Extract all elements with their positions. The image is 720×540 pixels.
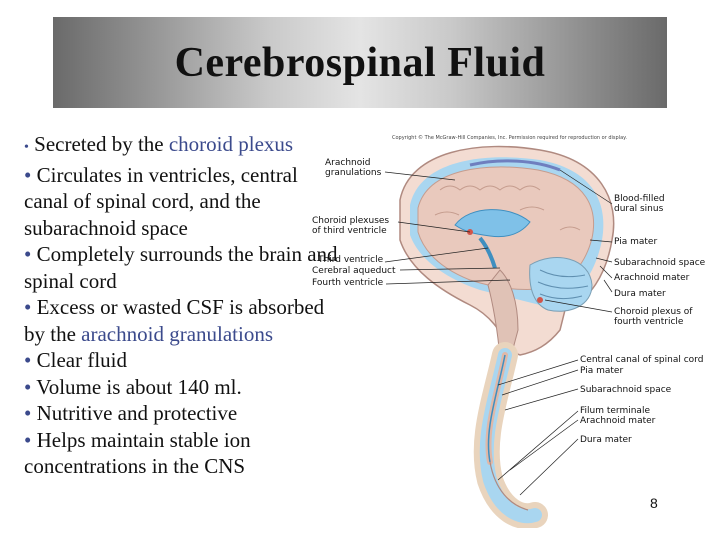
bullet-text: Secreted by the [34,132,169,156]
cerebellum [529,257,593,312]
bullet-item: • Secreted by the choroid plexus [24,131,344,162]
third-ventricle-shape [478,236,497,269]
label-third-ventricle: Third ventricle [318,255,384,265]
bullet-text: Volume is about 140 ml. [36,374,242,399]
bullet-highlight: choroid plexus [168,132,294,156]
copyright-notice: Copyright © The McGraw-Hill Companies, I… [392,135,627,141]
dural-sinus [469,159,561,172]
label-cerebral-aqueduct: Cerebral aqueduct [312,266,396,276]
label-subarachnoid-space: Subarachnoid space [614,258,706,268]
gyri [434,185,581,231]
label-dura-mater-spinal: Dura mater [580,435,632,445]
cerebellum-folia [537,269,589,300]
bullet-highlight: arachnoid granulations [81,321,274,346]
bullet-dot: • [24,140,29,155]
slide-number: 8 [650,495,658,511]
bullet-item: • Circulates in ventricles, central cana… [24,162,344,242]
label-dura-mater: Dura mater [614,289,666,299]
label-arachnoid-mater-spinal: Arachnoid mater [580,416,656,426]
leader-lines [384,169,613,496]
bullet-text: Completely surrounds the brain and spina… [24,242,338,293]
bullet-item: • Excess or wasted CSF is absorbed by th… [24,294,344,347]
filum-terminale [489,461,529,511]
label-pia-mater-spinal: Pia mater [580,366,624,376]
bullet-text: Helps maintain stable ion concentrations… [24,427,251,479]
bullet-dot: • [24,242,32,266]
bullet-dot: • [24,295,32,319]
title-bar: Cerebrospinal Fluid [53,17,667,108]
bullet-item: • Helps maintain stable ion concentratio… [24,427,344,480]
bullet-dot: • [24,162,32,187]
bullet-dot: • [24,374,32,399]
label-filum-terminale: Filum terminale [580,406,650,416]
label-pia-mater: Pia mater [614,237,658,247]
central-canal [487,354,506,463]
bullet-text: Excess or wasted CSF is absorbed by the [24,295,325,346]
slide-title: Cerebrospinal Fluid [174,39,546,86]
csf-anatomy-illustration [384,145,615,528]
bullet-dot: • [24,427,32,452]
bullet-list: • Secreted by the choroid plexus • Circu… [24,131,344,480]
bullet-item: • Nutritive and protective [24,400,344,427]
bullet-item: • Clear fluid [24,347,344,374]
bullet-dot: • [24,401,32,425]
label-fourth-ventricle: Fourth ventricle [312,278,384,288]
bullet-item: • Volume is about 140 ml. [24,374,344,401]
bullet-item: • Completely surrounds the brain and spi… [24,241,344,294]
bullet-text: Nutritive and protective [36,401,238,425]
label-central-canal: Central canal of spinal cord [580,355,704,365]
label-arachnoid-mater: Arachnoid mater [614,273,690,283]
bullet-text: Circulates in ventricles, central canal … [24,162,298,240]
choroid-plexus-mark [537,297,543,303]
bullet-text: Clear fluid [36,348,127,372]
label-subarachnoid-space-spinal: Subarachnoid space [580,385,672,395]
bullet-dot: • [24,348,32,372]
